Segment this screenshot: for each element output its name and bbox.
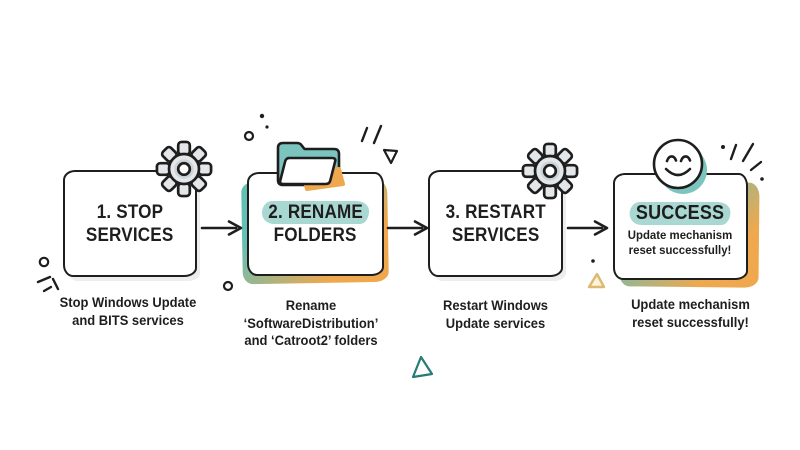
step-3-title: 3. RESTART SERVICES	[440, 201, 551, 247]
dots-circle-doodle	[243, 113, 269, 142]
burst-doodle-left	[36, 256, 60, 293]
circle-doodle-mid	[222, 280, 234, 292]
step-3-title-line1: 3. RESTART	[445, 201, 546, 223]
step-2-caption: Rename ‘SoftwareDistribution’ and ‘Catro…	[243, 298, 379, 348]
step-4-title-highlight: SUCCESS	[630, 201, 731, 225]
triangle-outline-doodle	[382, 148, 399, 165]
step-1-title: 1. STOP SERVICES	[81, 201, 178, 247]
teal-triangle-doodle	[411, 355, 434, 379]
step-2-title-line2: FOLDERS	[274, 225, 357, 246]
step-1-caption: Stop Windows Update and BITS services	[59, 295, 197, 328]
folder-icon	[276, 141, 345, 191]
arrow-icon	[566, 220, 609, 236]
step-card-3: 3. RESTART SERVICES	[428, 170, 563, 277]
step-3-caption: Restart Windows Update services	[442, 298, 549, 331]
step-2-title-highlight: 2. RENAME	[261, 201, 370, 224]
step-4-subtext: Update mechanism reset successfully!	[628, 227, 733, 257]
smiley-icon	[652, 138, 707, 194]
arrow-icon	[200, 220, 243, 236]
step-1-title-line2: SERVICES	[86, 224, 174, 246]
arrow-icon	[386, 220, 429, 236]
step-2-title: 2. RENAME FOLDERS	[256, 201, 375, 247]
gear-icon	[521, 142, 579, 200]
step-4-caption: Update mechanism reset successfully!	[631, 297, 750, 330]
sparkle-slashes-doodle	[360, 124, 383, 145]
step-1-title-line1: 1. STOP	[96, 201, 164, 223]
step-card-4: SUCCESS Update mechanism reset successfu…	[613, 173, 748, 280]
gear-icon	[155, 140, 213, 198]
tan-triangle-doodle	[587, 259, 606, 289]
step-4-title: SUCCESS	[624, 201, 736, 225]
step-3-title-line2: SERVICES	[451, 224, 540, 246]
